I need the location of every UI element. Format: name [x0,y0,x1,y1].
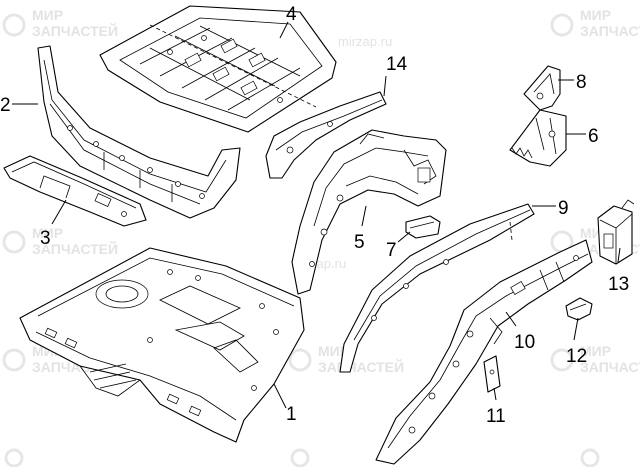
watermark-url-top: mirzap.ru [338,34,392,49]
watermarks: МИР ЗАПЧАСТЕЙ МИР ЗАПЧАСТЕЙ mirzap.ru МИ… [2,7,640,467]
svg-text:ЗАПЧАСТЕЙ: ЗАПЧАСТЕЙ [580,358,640,375]
part-12-bracket [565,297,593,321]
leader-11 [493,387,497,401]
svg-text:ЗАПЧАСТЕЙ: ЗАПЧАСТЕЙ [32,22,118,39]
leader-3 [51,199,67,225]
svg-text:ЗАПЧАСТЕЙ: ЗАПЧАСТЕЙ [32,240,118,257]
svg-text:МИР: МИР [580,7,611,23]
leader-14 [383,75,387,97]
callout-11[interactable]: 11 [486,406,506,427]
callout-6[interactable]: 6 [588,126,599,147]
svg-text:МИР: МИР [318,343,349,359]
watermark-mid-left: МИР ЗАПЧАСТЕЙ [2,225,118,257]
callout-3[interactable]: 3 [40,228,51,249]
part-6-bracket [509,109,567,167]
part-2-rear-panel [37,45,241,219]
callouts: 1 2 3 4 5 6 7 8 9 10 11 12 13 14 [0,4,629,427]
svg-text:МИР: МИР [580,343,611,359]
part-9-side-member-extension [339,203,535,373]
svg-text:mirzap.ru: mirzap.ru [338,34,392,49]
callout-13[interactable]: 13 [608,274,629,295]
leader-lines [12,21,621,409]
part-11-plate [483,355,501,393]
callout-2[interactable]: 2 [0,95,11,116]
callout-14[interactable]: 14 [386,54,408,75]
part-13-box-bracket [597,199,635,265]
part-10-side-member [375,239,593,465]
leader-5 [361,205,367,227]
leader-13 [617,247,621,263]
watermark-top-right: МИР ЗАПЧАСТЕЙ [550,7,640,39]
svg-text:ЗАПЧАСТЕЙ: ЗАПЧАСТЕЙ [580,22,640,39]
part-5-wheelhouse-inner [291,129,447,295]
part-14-reinforcement [265,91,387,179]
watermark-bottom-center: МИР ЗАПЧАСТЕЙ [288,343,404,375]
callout-10[interactable]: 10 [514,332,535,353]
callout-5[interactable]: 5 [354,232,365,253]
callout-8[interactable]: 8 [576,72,587,93]
callout-12[interactable]: 12 [566,346,587,367]
svg-text:ЗАПЧАСТЕЙ: ЗАПЧАСТЕЙ [318,358,404,375]
part-4-rear-floor-panel [99,5,337,133]
part-8-bracket [523,65,561,111]
leader-7 [397,231,411,243]
leader-10 [505,311,517,327]
callout-7[interactable]: 7 [386,240,397,261]
callout-1[interactable]: 1 [286,404,297,425]
watermark-bottom-edge [4,448,600,467]
part-1-rear-floor-pan [19,247,305,443]
leader-12 [573,317,579,341]
part-7-clip [405,215,441,239]
callout-9[interactable]: 9 [558,198,569,219]
svg-text:МИР: МИР [32,225,63,241]
leader-4 [279,21,289,39]
watermark-top-left: МИР ЗАПЧАСТЕЙ [2,7,118,39]
leader-1 [273,383,287,409]
watermark-bottom-right: МИР ЗАПЧАСТЕЙ [550,343,640,375]
callout-4[interactable]: 4 [286,4,297,25]
svg-text:МИР: МИР [32,7,63,23]
part-3-crossmember-bracket [3,155,147,227]
